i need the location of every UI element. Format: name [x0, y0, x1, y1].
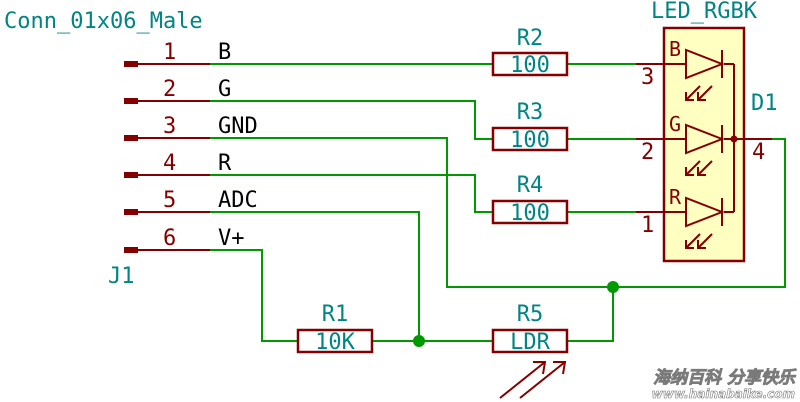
- led-pin-number: 3: [641, 65, 654, 90]
- resistor-value: 100: [510, 53, 550, 78]
- led-channel-label: G: [669, 112, 681, 136]
- resistor-r4: R4 100: [491, 173, 569, 226]
- resistor-ref: R3: [517, 100, 544, 125]
- watermark-url: www.hainabaike.com: [652, 387, 795, 401]
- light-arrows-icon: [499, 361, 567, 399]
- led-pin-number: 2: [641, 140, 654, 165]
- pin-label: R: [218, 151, 232, 176]
- resistor-ref: R5: [517, 302, 544, 327]
- diode-icon: [685, 48, 725, 101]
- resistor-value: 10K: [315, 330, 355, 355]
- resistor-ref: R4: [517, 173, 544, 198]
- resistor-r2: R2 100: [491, 26, 569, 78]
- resistor-ref: R1: [322, 302, 349, 327]
- led-channel-label: R: [669, 185, 682, 209]
- junction-dot-adc: [413, 335, 425, 347]
- wire-vplus: [210, 249, 298, 342]
- connector-name: Conn_01x06_Male: [4, 9, 203, 34]
- led-pin-number: 4: [752, 140, 765, 165]
- pin-label: B: [218, 40, 231, 65]
- pin-label: ADC: [218, 188, 258, 213]
- led-d1: B G R 3 2 1 4 LED_RGBK D1: [636, 0, 778, 263]
- wire-g: [210, 100, 493, 140]
- resistor-value: 100: [510, 201, 550, 226]
- diode-icon: [685, 196, 725, 249]
- watermark-text: 海纳百科 分享快乐: [653, 368, 797, 388]
- led-internal-junction: [730, 135, 738, 143]
- resistor-r3: R3 100: [491, 100, 569, 153]
- connector-j1: Conn_01x06_Male J1 1 2 3 4 5 6 B G GND R…: [4, 9, 258, 289]
- resistor-r1: R1 10K: [296, 302, 374, 355]
- diode-icon: [685, 123, 725, 176]
- junction-dot-gnd: [607, 281, 619, 293]
- pin-number: 1: [163, 40, 176, 65]
- watermark: 海纳百科 分享快乐 www.hainabaike.com: [651, 368, 797, 402]
- pin-label: V+: [218, 226, 245, 251]
- wire-r5-gnd: [567, 287, 614, 342]
- led-ref: D1: [751, 91, 778, 116]
- pin-number: 3: [163, 114, 176, 139]
- pin-label: G: [218, 77, 231, 102]
- led-channel-label: B: [669, 37, 681, 61]
- wire-r: [210, 174, 493, 213]
- resistor-value: 100: [510, 128, 550, 153]
- pin-number: 2: [163, 77, 176, 102]
- resistor-value: LDR: [510, 330, 550, 355]
- wire-adc: [210, 211, 420, 341]
- pin-label: GND: [218, 114, 258, 139]
- led-pin-number: 1: [641, 213, 654, 238]
- resistor-r5-ldr: R5 LDR: [491, 302, 569, 399]
- connector-ref: J1: [108, 264, 135, 289]
- pin-number: 5: [163, 188, 176, 213]
- pin-number: 4: [163, 151, 176, 176]
- pin-number: 6: [163, 226, 176, 251]
- resistor-ref: R2: [517, 26, 544, 51]
- led-name: LED_RGBK: [651, 0, 758, 24]
